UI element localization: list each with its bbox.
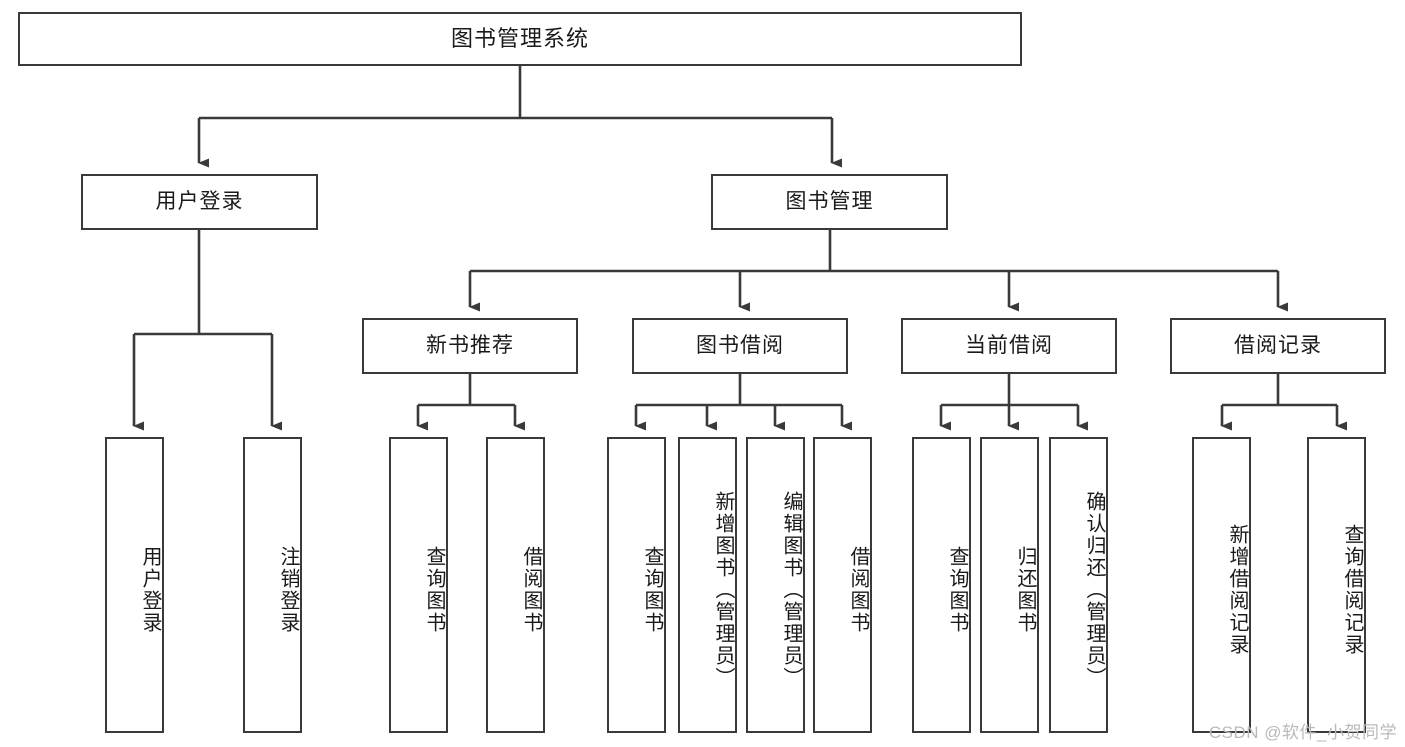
leaf-edit-book-admin[interactable]: 编辑图书（管理员） [746,437,805,733]
leaf-label: 借阅图书 [520,546,542,634]
leaf-user-login[interactable]: 用户登录 [105,437,164,733]
leaf-user-logout[interactable]: 注销登录 [243,437,302,733]
node-root-system[interactable]: 图书管理系统 [18,12,1022,66]
leaf-label: 查询借阅记录 [1341,524,1363,656]
node-book-borrow[interactable]: 图书借阅 [632,318,848,374]
leaf-label: 查询图书 [423,546,445,634]
node-book-manage[interactable]: 图书管理 [711,174,948,230]
leaf-label: 用户登录 [139,546,161,634]
leaf-label: 查询图书 [946,546,968,634]
leaf-label: 借阅图书 [847,546,869,634]
leaf-add-borrow-record[interactable]: 新增借阅记录 [1192,437,1251,733]
leaf-return-book[interactable]: 归还图书 [980,437,1039,733]
leaf-label: 确认归还（管理员） [1083,491,1105,689]
csdn-watermark: CSDN @软件_小贺同学 [1208,723,1397,742]
leaf-confirm-return-admin[interactable]: 确认归还（管理员） [1049,437,1108,733]
leaf-label: 注销登录 [277,546,299,634]
leaf-query-borrow-record[interactable]: 查询借阅记录 [1307,437,1366,733]
node-borrow-record[interactable]: 借阅记录 [1170,318,1386,374]
leaf-add-book-admin[interactable]: 新增图书（管理员） [678,437,737,733]
node-current-borrow[interactable]: 当前借阅 [901,318,1117,374]
leaf-query-book-borrow[interactable]: 查询图书 [607,437,666,733]
leaf-query-book-current[interactable]: 查询图书 [912,437,971,733]
leaf-label: 新增图书（管理员） [712,491,734,689]
node-user-login[interactable]: 用户登录 [81,174,318,230]
leaf-label: 归还图书 [1014,546,1036,634]
node-new-book-recommend[interactable]: 新书推荐 [362,318,578,374]
leaf-borrow-book[interactable]: 借阅图书 [813,437,872,733]
leaf-label: 查询图书 [641,546,663,634]
leaf-borrow-book-new-rec[interactable]: 借阅图书 [486,437,545,733]
leaf-label: 编辑图书（管理员） [780,491,802,689]
leaf-query-book-new-rec[interactable]: 查询图书 [389,437,448,733]
leaf-label: 新增借阅记录 [1226,524,1248,656]
